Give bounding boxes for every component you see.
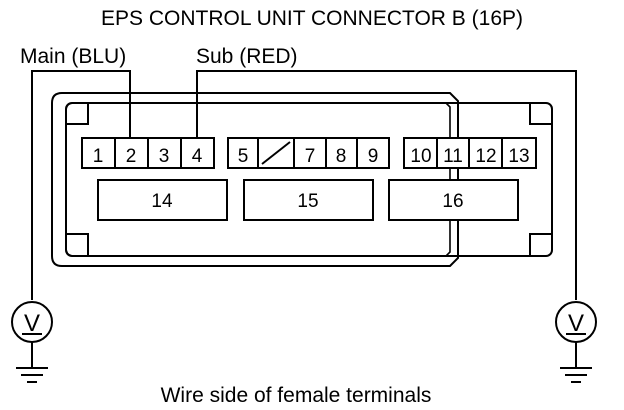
terminal-10: 10	[410, 146, 431, 167]
main-wire-label: Main (BLU)	[20, 45, 126, 68]
terminal-9: 9	[368, 146, 379, 167]
diagram-caption: Wire side of female terminals	[161, 384, 432, 407]
terminal-15: 15	[297, 191, 318, 212]
terminal-group-2	[227, 137, 390, 169]
sub-wire-label: Sub (RED)	[196, 45, 298, 68]
terminal-14: 14	[151, 191, 173, 212]
terminal-12: 12	[475, 146, 496, 167]
terminal-11: 11	[443, 146, 463, 167]
terminal-16: 16	[442, 191, 463, 212]
left-voltmeter-symbol: V	[24, 310, 40, 337]
terminal-5: 5	[238, 146, 249, 167]
sub-wire	[196, 70, 577, 300]
terminal-group-3	[403, 137, 537, 169]
right-voltmeter	[555, 301, 597, 383]
terminal-2: 2	[126, 146, 137, 167]
terminal-7: 7	[305, 146, 316, 167]
large-terminals	[97, 179, 519, 221]
terminal-group-1	[81, 137, 215, 169]
terminal-1: 1	[93, 146, 104, 167]
terminal-3: 3	[159, 146, 170, 167]
left-voltmeter	[11, 301, 53, 383]
terminal-8: 8	[336, 146, 347, 167]
main-wire	[31, 70, 131, 300]
right-voltmeter-symbol: V	[568, 310, 584, 337]
diagram-title: EPS CONTROL UNIT CONNECTOR B (16P)	[101, 7, 523, 30]
terminal-4: 4	[192, 146, 203, 167]
connector-face	[65, 102, 553, 257]
terminal-6-unused-slash	[261, 141, 291, 165]
terminal-13: 13	[508, 146, 529, 167]
